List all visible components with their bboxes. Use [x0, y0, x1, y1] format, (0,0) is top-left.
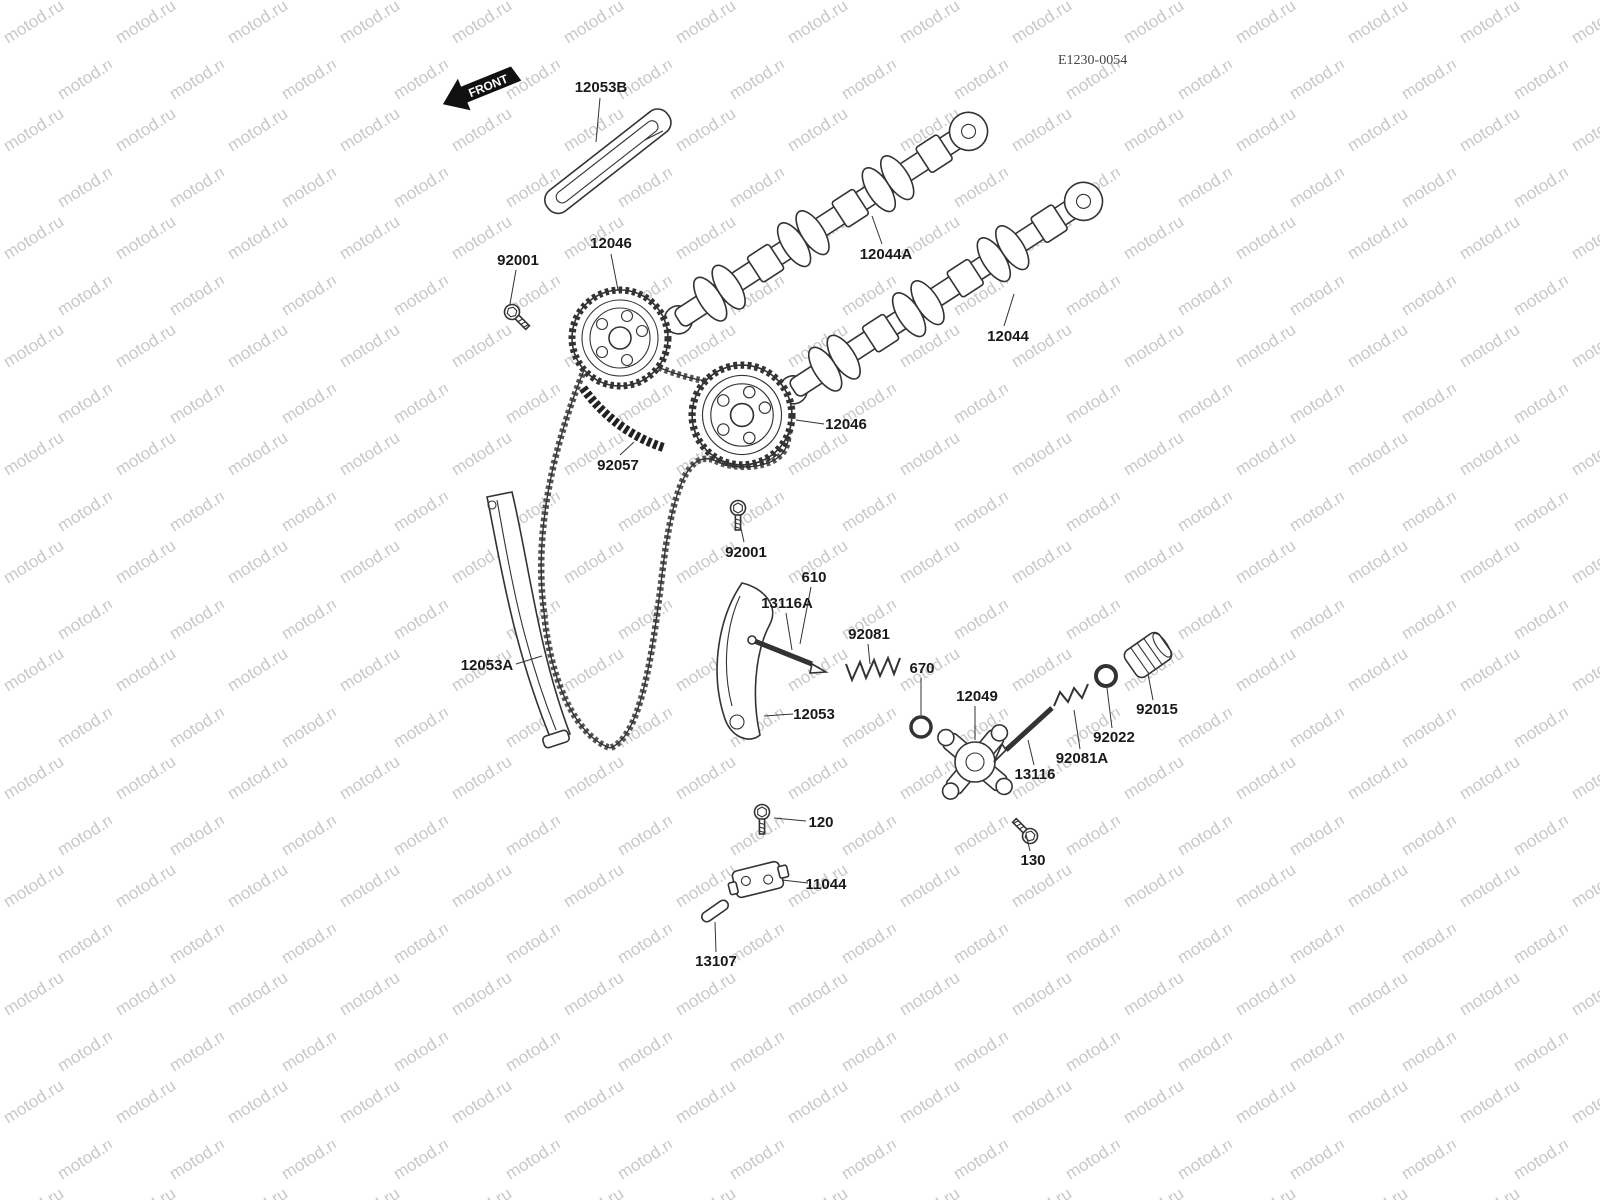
- chain-guide-12053B: [544, 108, 672, 215]
- bracket-11044: [727, 860, 790, 899]
- part-label-92081: 92081: [848, 626, 890, 643]
- part-label-12044A: 12044A: [860, 246, 913, 263]
- part-label-13107: 13107: [695, 953, 737, 970]
- part-label-92015: 92015: [1136, 701, 1178, 718]
- part-label-13116: 13116: [1015, 766, 1056, 783]
- washer-92022: [1094, 664, 1118, 688]
- o-ring-670: [909, 715, 933, 739]
- cam-sprocket-12046-lower: [692, 365, 792, 465]
- part-label-12046-upper: 12046: [590, 235, 632, 252]
- chain-guide-12053A: [486, 491, 572, 749]
- part-label-12049: 12049: [956, 688, 998, 705]
- pin-13107: [701, 899, 729, 923]
- part-label-610: 610: [801, 569, 826, 586]
- pushrod-13116: [993, 706, 1054, 763]
- part-label-12046-lower: 12046: [825, 416, 867, 433]
- part-label-92001-lower: 92001: [725, 544, 767, 561]
- part-label-130: 130: [1020, 852, 1045, 869]
- rod-13116A: [747, 635, 829, 674]
- part-label-12053: 12053: [793, 706, 835, 723]
- part-label-92022: 92022: [1093, 729, 1135, 746]
- part-label-120: 120: [808, 814, 833, 831]
- part-label-13116A: 13116A: [761, 595, 813, 612]
- part-label-92001-upper: 92001: [497, 252, 539, 269]
- tensioner-body-12049: [937, 724, 1013, 800]
- drawing-code: E1230-0054: [1058, 53, 1127, 68]
- spring-92081A: [1053, 683, 1089, 707]
- cam-sprocket-12046-upper: [572, 290, 668, 386]
- part-label-11044: 11044: [806, 876, 848, 893]
- chain-segment: [579, 385, 667, 453]
- part-label-670: 670: [909, 660, 934, 677]
- part-label-12053A: 12053A: [461, 657, 514, 674]
- leader-lines: [509, 97, 1154, 953]
- cap-92015: [1123, 631, 1173, 679]
- part-label-92057: 92057: [597, 457, 639, 474]
- part-labels: E1230-0054 12053B 92001 12046 12044A 120…: [461, 53, 1178, 970]
- tensioner-arm-12053: [716, 582, 774, 740]
- part-label-12053B: 12053B: [575, 79, 628, 96]
- part-label-92081A: 92081A: [1056, 750, 1109, 767]
- spring-92081: [845, 655, 901, 683]
- part-label-12044: 12044: [987, 328, 1029, 345]
